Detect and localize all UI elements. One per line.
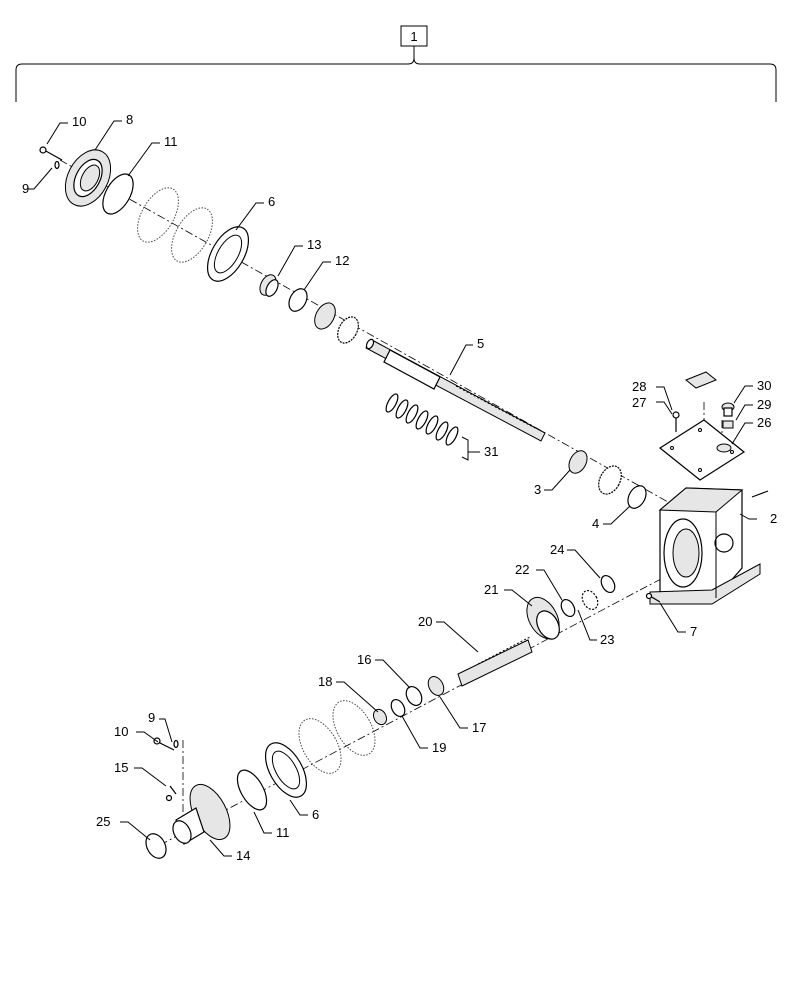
nameplate [685, 371, 717, 389]
callout-9-top: 9 [22, 181, 29, 196]
bearing-cone-top [337, 316, 359, 344]
washer-9-top [54, 160, 60, 170]
bolt-10-top [39, 146, 63, 161]
callout-11-top: 11 [164, 134, 178, 149]
washer-28 [672, 411, 680, 419]
bearing-3 [568, 450, 588, 474]
callout-7: 7 [690, 624, 697, 639]
callout-29: 29 [757, 397, 771, 412]
fitting-15 [169, 785, 177, 795]
callout-16: 16 [357, 652, 371, 667]
lower-axis-line [159, 589, 641, 846]
callout-20: 20 [418, 614, 432, 629]
assembly-callout: 1 [410, 29, 417, 44]
callout-10-top: 10 [72, 114, 86, 129]
callout-27: 27 [632, 395, 646, 410]
bearing-cup-top [314, 302, 336, 330]
bearing-17 [427, 676, 445, 696]
gasket-bottom-a [332, 700, 376, 756]
callout-6-top: 6 [268, 194, 275, 209]
callout-14: 14 [236, 848, 250, 863]
callout-24: 24 [550, 542, 564, 557]
gearbox-housing-2 [649, 487, 761, 605]
seal-4 [627, 485, 647, 509]
callout-31: 31 [484, 444, 498, 459]
callout-17: 17 [472, 720, 486, 735]
nut-23 [581, 589, 599, 611]
shim-6-bottom [264, 742, 308, 798]
callout-5: 5 [477, 336, 484, 351]
callout-21: 21 [484, 582, 498, 597]
callout-22: 22 [515, 562, 529, 577]
callout-19: 19 [432, 740, 446, 755]
callout-6-bottom: 6 [312, 807, 319, 822]
callout-3: 3 [534, 482, 541, 497]
ring-18 [373, 708, 387, 726]
callout-9-bottom: 9 [148, 710, 155, 725]
seal-25 [145, 833, 167, 859]
callout-10-bottom: 10 [114, 724, 128, 739]
gasket-bottom-b [298, 718, 342, 774]
leader-lines [28, 120, 757, 857]
callout-12: 12 [335, 253, 349, 268]
callout-15: 15 [114, 760, 128, 775]
callout-labels: 10 8 11 9 6 13 12 5 31 3 4 28 27 30 29 2… [22, 112, 777, 863]
spring-31 [385, 393, 459, 446]
bearing-cone-mid [598, 465, 622, 495]
spring-31-bracket [461, 436, 469, 461]
bolt-10-bottom [157, 741, 175, 751]
shaft-5 [365, 338, 546, 442]
callout-30: 30 [757, 378, 771, 393]
seal-19 [390, 698, 406, 718]
hub-housing-14 [172, 783, 231, 845]
callout-28: 28 [632, 379, 646, 394]
o-ring-11-bottom [236, 769, 268, 811]
callout-8: 8 [126, 112, 133, 127]
callout-11-bottom: 11 [276, 825, 290, 840]
shaft-20 [457, 636, 533, 687]
washer-9-bottom [173, 739, 179, 749]
flange-housing-8 [64, 149, 112, 207]
assembly-bracket: 1 [15, 25, 777, 102]
callout-23: 23 [600, 632, 614, 647]
callout-25: 25 [96, 814, 110, 829]
callout-13: 13 [307, 237, 321, 252]
callout-26: 26 [757, 415, 771, 430]
callout-18: 18 [318, 674, 332, 689]
bearing-cup-16 [405, 685, 423, 707]
breather-30 [721, 402, 735, 417]
shim-6-top [206, 226, 250, 282]
seal-26 [716, 443, 732, 453]
callout-2: 2 [770, 511, 777, 526]
spacer-22 [560, 598, 576, 618]
gasket-top-a [137, 187, 179, 243]
callout-4: 4 [592, 516, 599, 531]
bushing-13 [259, 274, 279, 297]
cover-plate [658, 419, 746, 481]
bevel-gear-21 [526, 596, 560, 640]
seal-12 [288, 288, 308, 312]
upper-axis-line [59, 159, 701, 521]
gasket-top-b [171, 207, 213, 263]
plug-29 [722, 420, 734, 429]
washer-24 [600, 574, 616, 594]
